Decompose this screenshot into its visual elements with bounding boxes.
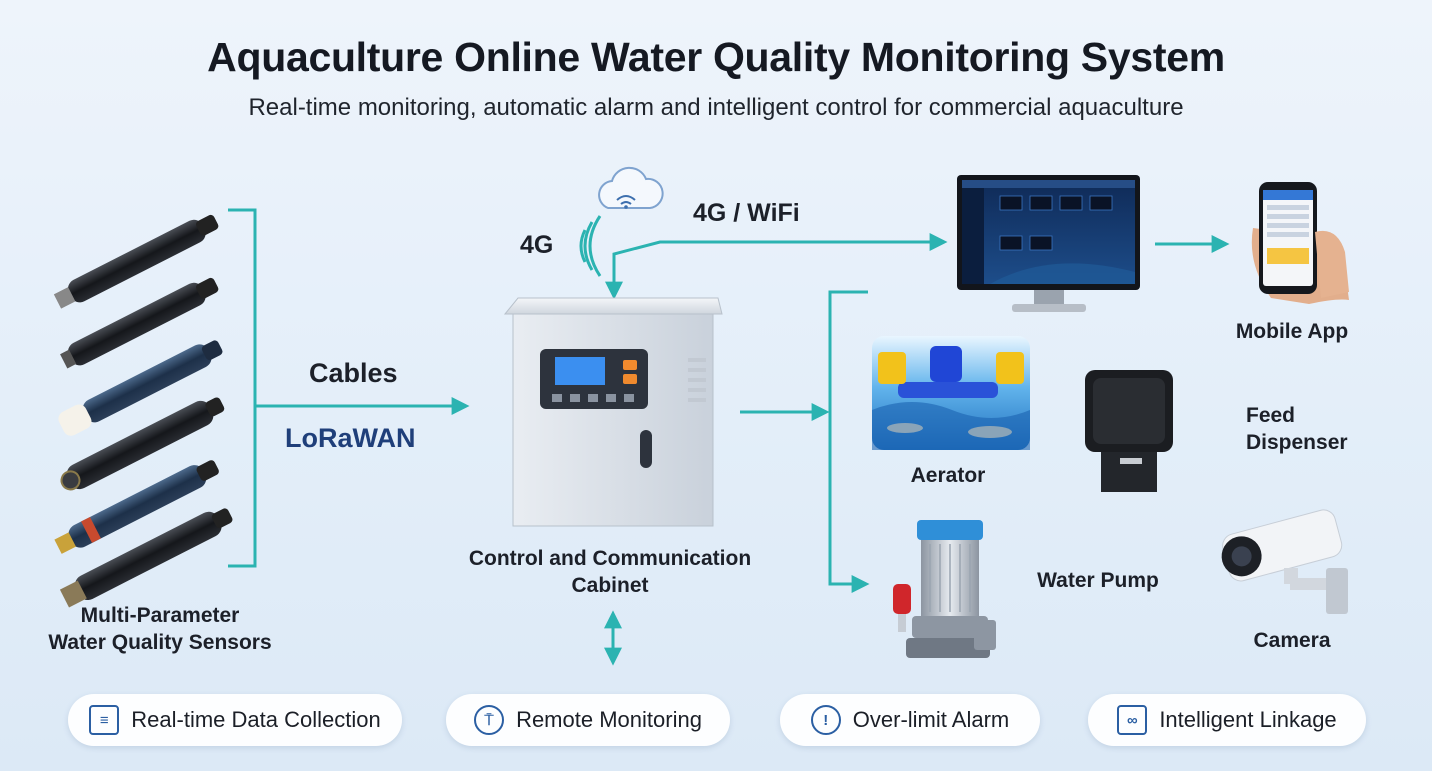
mobile-app-label: Mobile App [1235, 320, 1349, 343]
feed-label-line2: Dispenser [1246, 431, 1348, 454]
aerator-image [872, 336, 1030, 450]
signal-waves-icon [579, 215, 602, 277]
feature-label: Remote Monitoring [516, 707, 702, 732]
page-subtitle: Real-time monitoring, automatic alarm an… [248, 94, 1184, 121]
g4-label: 4G [520, 231, 554, 259]
water-pump-label: Water Pump [1037, 569, 1159, 592]
control-cabinet [503, 297, 723, 527]
device-bracket [828, 290, 870, 593]
feature-label: Real-time Data Collection [131, 707, 381, 732]
antenna-icon: ⍑ [474, 705, 505, 735]
cables-label: Cables [309, 358, 398, 388]
camera-image [1221, 509, 1348, 614]
feature-intelligent-linkage: ∞ Intelligent Linkage [1088, 694, 1366, 746]
feature-label: Over-limit Alarm [852, 707, 1010, 732]
cloud-wifi-icon [598, 166, 664, 209]
cabinet-label-line1: Control and Communication [468, 547, 752, 570]
water-pump-image [893, 520, 996, 658]
lorawan-label: LoRaWAN [285, 423, 416, 453]
monitoring-screen [957, 175, 1140, 312]
feature-label: Intelligent Linkage [1159, 707, 1337, 732]
g4-wifi-label: 4G / WiFi [693, 199, 800, 227]
cabinet-to-monitor-arrow [605, 233, 948, 300]
feed-dispenser-image [1085, 370, 1173, 492]
camera-label: Camera [1253, 629, 1331, 652]
feature-remote-monitoring: ⍑ Remote Monitoring [446, 694, 730, 746]
sensors-label-line2: Water Quality Sensors [48, 631, 272, 654]
feature-over-limit-alarm: ! Over-limit Alarm [780, 694, 1040, 746]
aerator-label: Aerator [910, 464, 986, 487]
sensors-label: Multi-Parameter Water Quality Sensors [40, 602, 280, 656]
cabinet-label: Control and Communication Cabinet [460, 545, 760, 599]
linkage-icon: ∞ [1117, 705, 1148, 735]
sensor-bracket [228, 208, 257, 568]
alarm-bell-icon: ! [810, 705, 841, 735]
document-chart-icon: ≡ [89, 705, 120, 735]
feed-dispenser-label: Feed Dispenser [1246, 402, 1348, 456]
sensors-label-line1: Multi-Parameter [80, 604, 240, 627]
page-title: Aquaculture Online Water Quality Monitor… [207, 34, 1225, 80]
water-quality-sensors [53, 214, 233, 608]
cabinet-label-line2: Cabinet [571, 574, 649, 597]
feed-label-line1: Feed [1246, 404, 1296, 427]
feature-realtime-data-collection: ≡ Real-time Data Collection [68, 694, 402, 746]
mobile-phone [1251, 182, 1349, 304]
